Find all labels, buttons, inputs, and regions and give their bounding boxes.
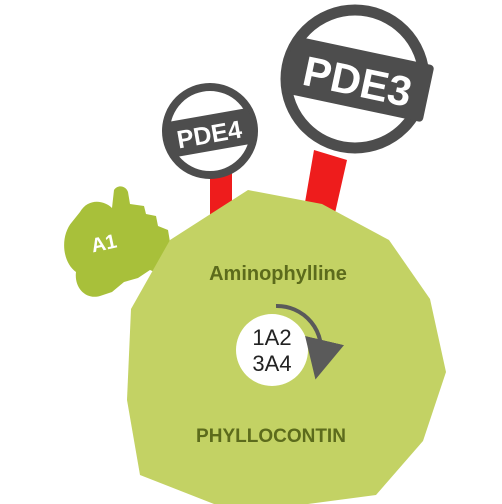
receptor-label: A1 [89, 231, 119, 258]
cyp-3a4: 3A4 [252, 351, 291, 376]
pde3-target: PDE3 [280, 4, 434, 154]
a1-receptor: A1 [64, 186, 178, 297]
drug-name: Aminophylline [209, 263, 347, 285]
metabolism-arrow-icon [275, 303, 345, 380]
pde4-target: PDE4 [162, 83, 258, 179]
cyp-1a2: 1A2 [252, 325, 291, 350]
drug-brand: PHYLLOCONTIN [196, 426, 346, 447]
cyp-metabolism: 1A2 3A4 [236, 303, 345, 386]
